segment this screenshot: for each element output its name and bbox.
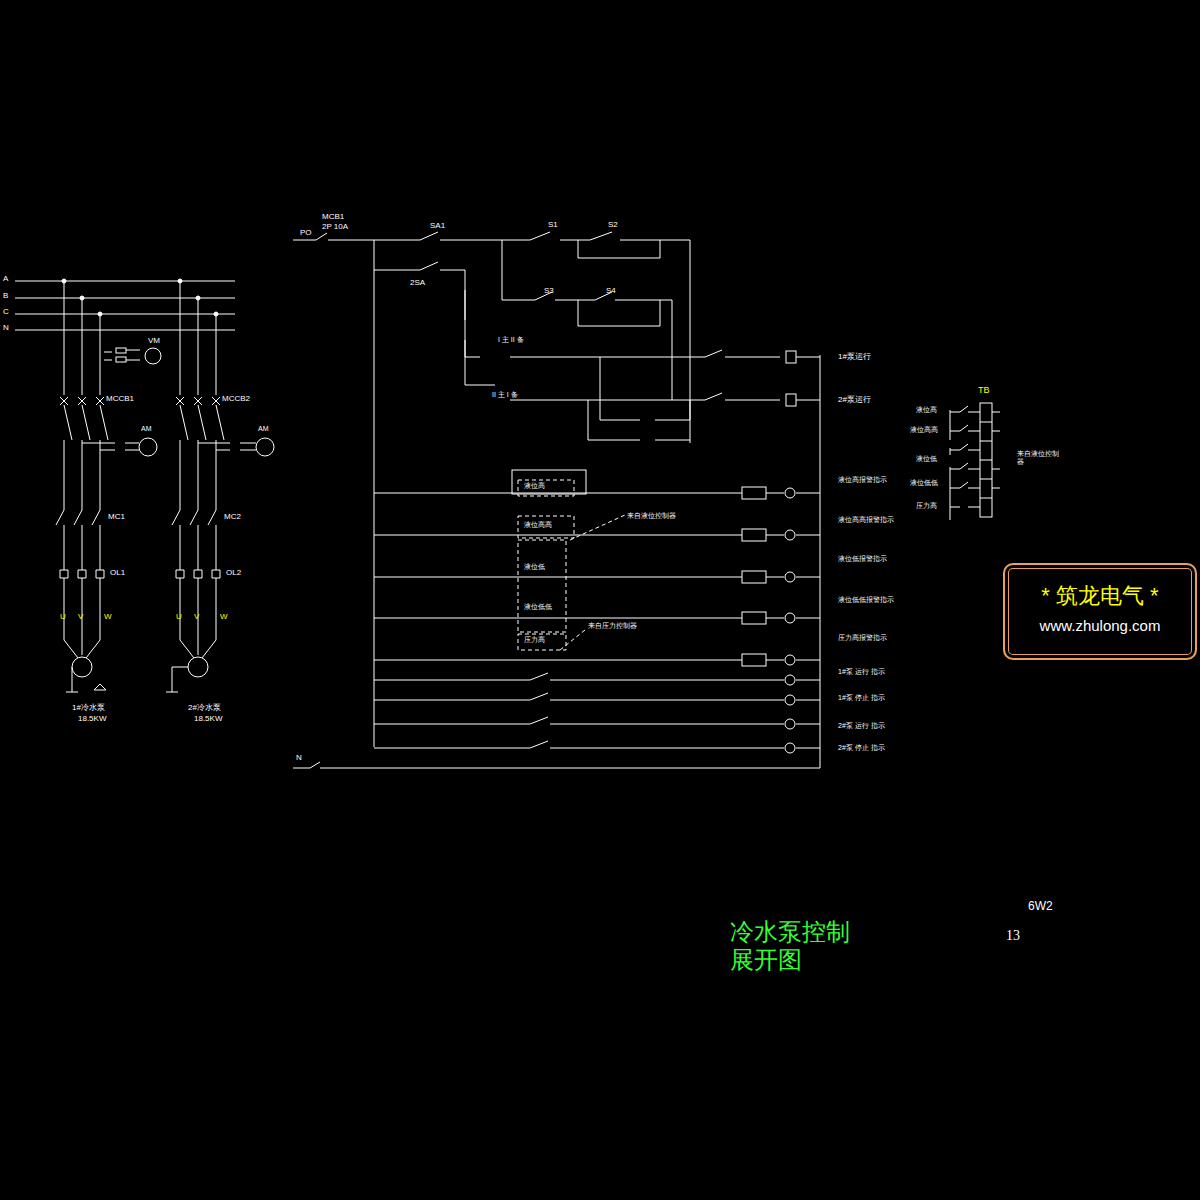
schematic-label: 来自液位控制器 bbox=[627, 512, 676, 520]
watermark-text: www.zhulong.com bbox=[1013, 617, 1187, 634]
schematic-label: 液位低低 bbox=[910, 479, 938, 487]
schematic-label: PO bbox=[300, 228, 312, 237]
schematic-label: S3 bbox=[544, 286, 554, 295]
schematic-label: MC1 bbox=[108, 512, 125, 521]
watermark-text: * 筑龙电气 * bbox=[1013, 581, 1187, 611]
schematic-label: S1 bbox=[548, 220, 558, 229]
schematic-label: 1#泵 运行 指示 bbox=[838, 668, 885, 676]
schematic-label: 液位高高 bbox=[524, 521, 552, 529]
schematic-label: 来自压力控制器 bbox=[588, 622, 637, 630]
schematic-label: W bbox=[104, 612, 112, 621]
schematic-label: 1#泵运行 bbox=[838, 352, 871, 361]
schematic-label: N bbox=[3, 323, 9, 332]
schematic-label: A bbox=[3, 274, 8, 283]
schematic-label: 液位低低 bbox=[524, 603, 552, 611]
schematic-label: 1#冷水泵 bbox=[72, 703, 105, 712]
schematic-label: 2P 10A bbox=[322, 222, 348, 231]
schematic-label: 压力高 bbox=[524, 636, 545, 644]
schematic-label: 2#冷水泵 bbox=[188, 703, 221, 712]
schematic-label: 液位高 bbox=[916, 406, 937, 414]
schematic-label: AM bbox=[258, 425, 269, 433]
schematic-label: 来自液位控制器 bbox=[1017, 450, 1059, 466]
schematic-label: 压力高报警指示 bbox=[838, 634, 887, 642]
schematic-label: 压力高 bbox=[916, 502, 937, 510]
schematic-label: 13 bbox=[1006, 928, 1020, 944]
schematic-label: MCB1 bbox=[322, 212, 344, 221]
schematic-label: 液位低低报警指示 bbox=[838, 596, 894, 604]
schematic-label: S2 bbox=[608, 220, 618, 229]
schematic-label: 液位高 bbox=[524, 482, 545, 490]
schematic-label: TB bbox=[978, 385, 990, 395]
schematic-label: S4 bbox=[606, 286, 616, 295]
schematic-label: 2#泵 运行 指示 bbox=[838, 722, 885, 730]
schematic-label: 2#泵 停止 指示 bbox=[838, 744, 885, 752]
schematic-label: 液位低 bbox=[916, 455, 937, 463]
schematic-label: 液位高报警指示 bbox=[838, 476, 887, 484]
schematic-label: MC2 bbox=[224, 512, 241, 521]
schematic-label: C bbox=[3, 307, 9, 316]
schematic-label: 2#泵运行 bbox=[838, 395, 871, 404]
schematic-label: VM bbox=[148, 336, 160, 345]
schematic-label: B bbox=[3, 291, 8, 300]
schematic-label: 2SA bbox=[410, 278, 425, 287]
schematic-label: W bbox=[220, 612, 228, 621]
schematic-label: MCCB2 bbox=[222, 394, 250, 403]
schematic-label: AM bbox=[141, 425, 152, 433]
schematic-label: SA1 bbox=[430, 221, 445, 230]
schematic-label: U bbox=[176, 612, 182, 621]
schematic-label: OL2 bbox=[226, 568, 241, 577]
schematic-label: OL1 bbox=[110, 568, 125, 577]
schematic-label: 液位低 bbox=[524, 563, 545, 571]
schematic-label: 18.5KW bbox=[78, 714, 106, 723]
schematic-label: U bbox=[60, 612, 66, 621]
schematic-label: 1#泵 停止 指示 bbox=[838, 694, 885, 702]
schematic-label: 液位高高 bbox=[910, 426, 938, 434]
schematic-label: I 主 II 备 bbox=[498, 336, 524, 344]
schematic-label: II 主 I 备 bbox=[492, 391, 518, 399]
drawing-title: 冷水泵控制 展开图 bbox=[730, 918, 862, 973]
schematic-label: 6W2 bbox=[1028, 900, 1053, 914]
schematic-label: MCCB1 bbox=[106, 394, 134, 403]
watermark-box: * 筑龙电气 * www.zhulong.com bbox=[1003, 563, 1197, 660]
schematic-label: 液位高高报警指示 bbox=[838, 516, 894, 524]
schematic-label: V bbox=[78, 612, 83, 621]
schematic-label: V bbox=[194, 612, 199, 621]
schematic-label: N bbox=[296, 753, 302, 762]
schematic-label: 液位低报警指示 bbox=[838, 555, 887, 563]
schematic-label: 18.5KW bbox=[194, 714, 222, 723]
